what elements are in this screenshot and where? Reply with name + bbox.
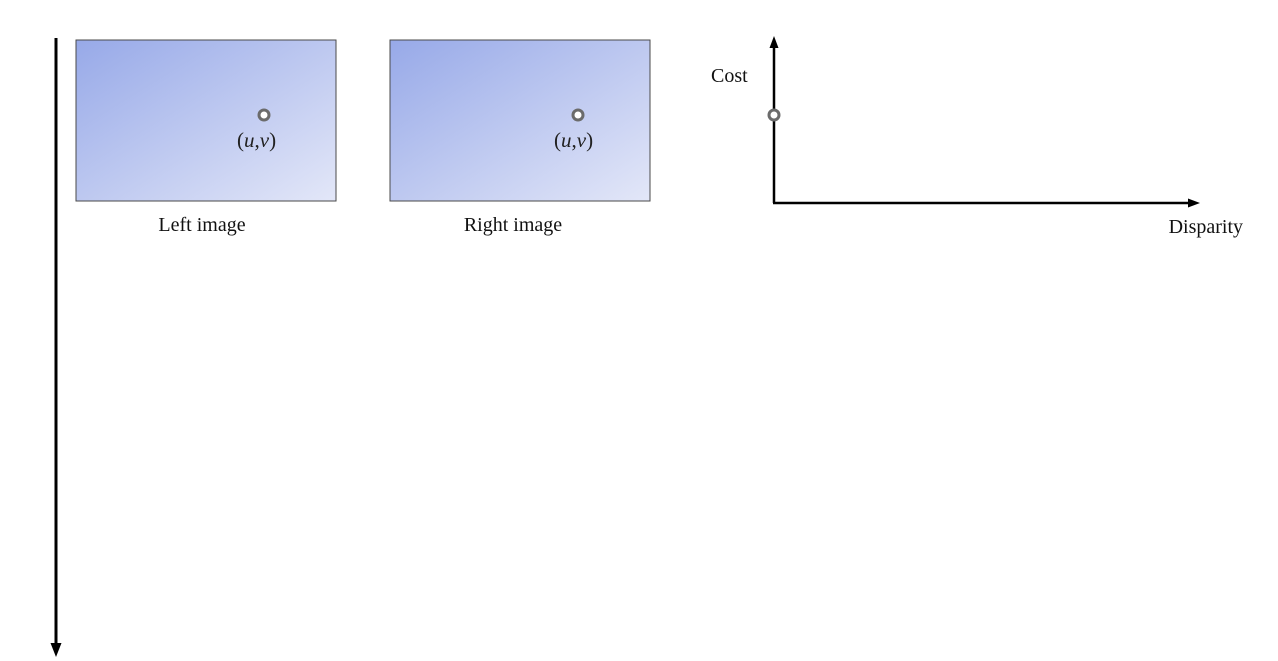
left-pixel-marker: [257, 108, 271, 122]
cost-axis-arrowhead: [769, 36, 779, 48]
left-label-open-paren: (: [237, 128, 244, 152]
disparity-axis-arrowhead: [1188, 198, 1200, 208]
left-label-v: v: [260, 128, 270, 152]
right-pixel-marker: [571, 108, 585, 122]
cost-plot: Cost Disparity: [711, 36, 1243, 238]
vertical-arrow: [50, 38, 62, 657]
left-image-panel: (u,v) Left image: [75, 39, 337, 236]
right-pixel-label: (u,v): [554, 128, 593, 152]
right-image-panel: (u,v) Right image: [389, 39, 651, 236]
right-label-comma: ,: [572, 128, 577, 152]
left-label-u: u: [244, 128, 255, 152]
right-label-open-paren: (: [554, 128, 561, 152]
left-label-close-paren: ): [269, 128, 276, 152]
right-image-rect: [389, 39, 651, 202]
left-image-rect: [75, 39, 337, 202]
right-label-close-paren: ): [586, 128, 593, 152]
cost-marker: [767, 108, 781, 122]
right-label-u: u: [561, 128, 572, 152]
right-label-v: v: [577, 128, 587, 152]
vertical-arrow-head: [50, 643, 62, 657]
cost-axis-label: Cost: [711, 65, 748, 87]
left-label-comma: ,: [255, 128, 260, 152]
right-image-caption: Right image: [464, 214, 562, 236]
disparity-axis-label: Disparity: [1169, 216, 1243, 238]
left-pixel-label: (u,v): [237, 128, 276, 152]
left-image-caption: Left image: [158, 214, 245, 236]
